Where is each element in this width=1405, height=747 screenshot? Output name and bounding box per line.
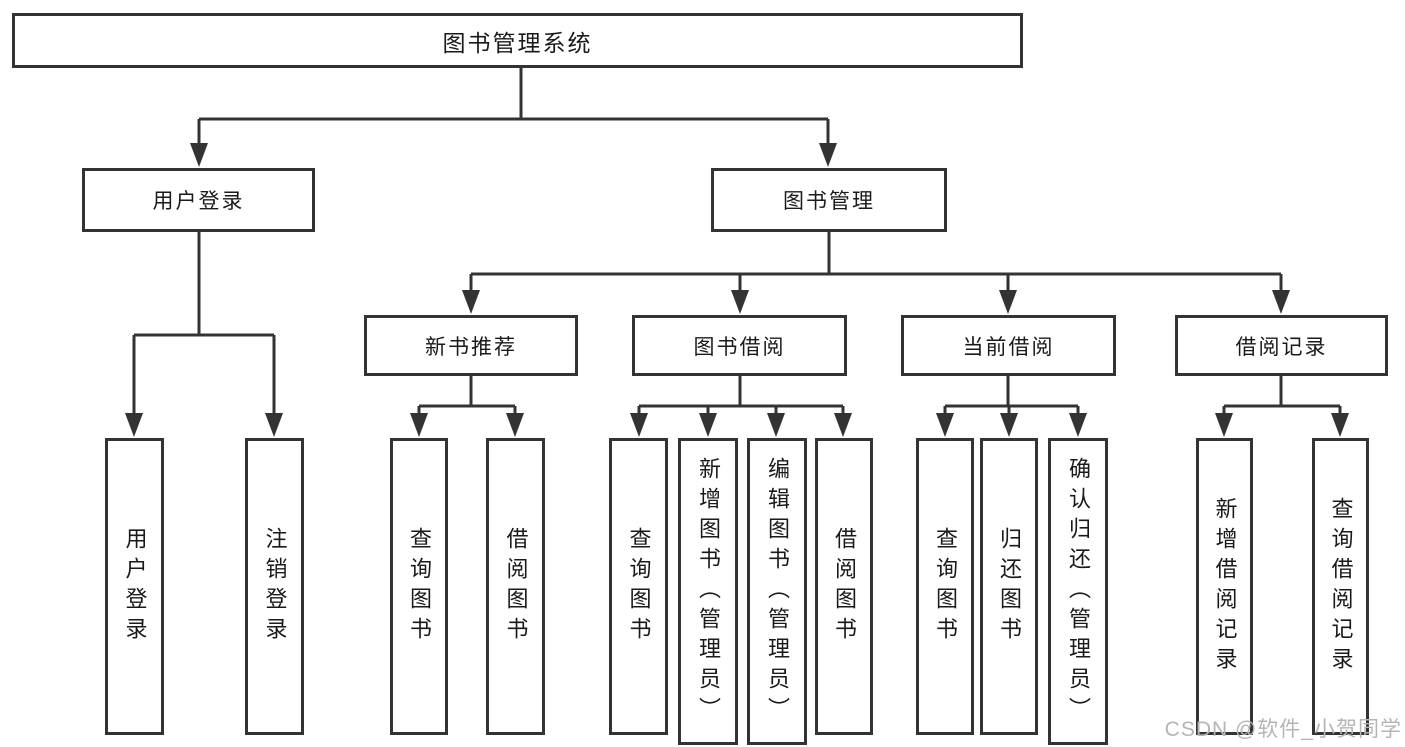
leaf-query-books-current: 查询图书 bbox=[916, 438, 974, 735]
node-root-library-system: 图书管理系统 bbox=[12, 13, 1023, 68]
leaf-logout: 注销登录 bbox=[245, 438, 304, 735]
leaf-borrow-books-recommend: 借阅图书 bbox=[486, 438, 545, 735]
node-borrow-records: 借阅记录 bbox=[1175, 315, 1388, 376]
leaf-confirm-return-admin: 确认归还（管理员） bbox=[1048, 438, 1108, 745]
leaf-borrow-books: 借阅图书 bbox=[815, 438, 873, 735]
node-user-login-branch: 用户登录 bbox=[82, 168, 315, 232]
arrowheads bbox=[125, 143, 1349, 437]
leaf-query-books-recommend: 查询图书 bbox=[390, 438, 448, 735]
node-book-management-branch: 图书管理 bbox=[711, 168, 947, 232]
node-current-borrow: 当前借阅 bbox=[901, 315, 1116, 376]
leaf-add-book-admin: 新增图书（管理员） bbox=[678, 438, 738, 745]
node-new-book-recommend: 新书推荐 bbox=[364, 315, 578, 376]
leaf-user-login: 用户登录 bbox=[105, 438, 164, 735]
leaf-return-book: 归还图书 bbox=[980, 438, 1038, 735]
leaf-query-books-borrow: 查询图书 bbox=[609, 438, 668, 735]
csdn-watermark: CSDN @软件_小贺同学 bbox=[1164, 718, 1402, 741]
node-book-borrow: 图书借阅 bbox=[632, 315, 847, 376]
leaf-add-borrow-record: 新增借阅记录 bbox=[1196, 438, 1253, 735]
leaf-edit-book-admin: 编辑图书（管理员） bbox=[747, 438, 807, 745]
leaf-query-borrow-record: 查询借阅记录 bbox=[1312, 438, 1369, 735]
connector-paths bbox=[132, 66, 1342, 414]
